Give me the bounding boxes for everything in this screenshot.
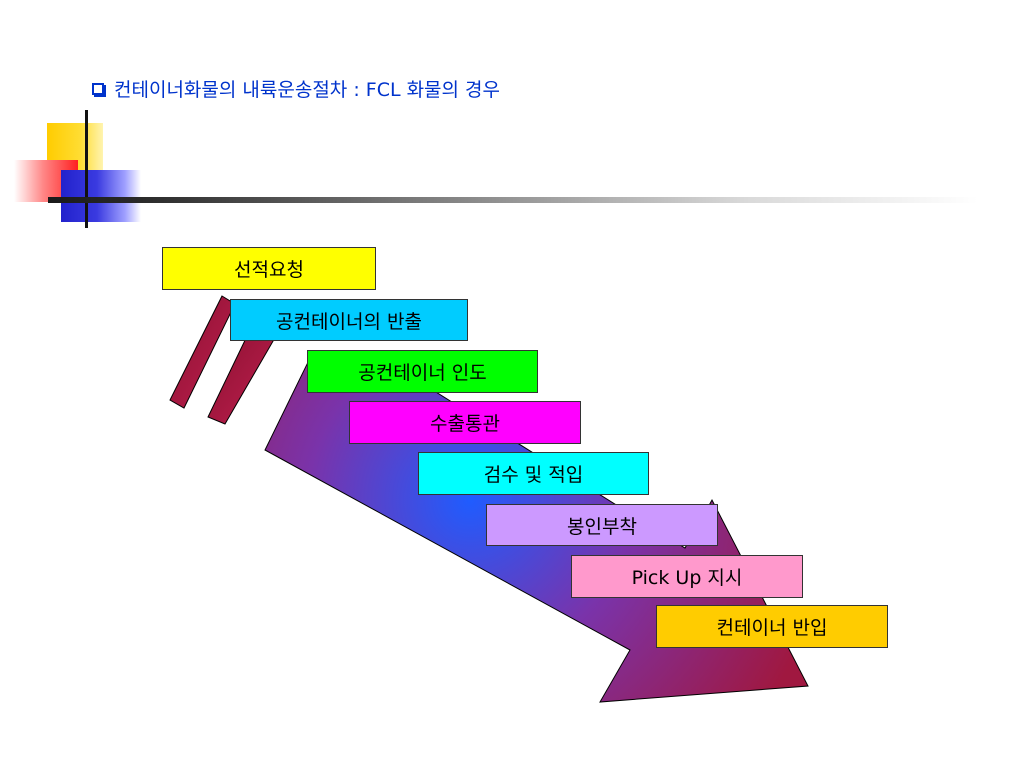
step-container-gate-in: 컨테이너 반입 [656,605,888,648]
step-export-clearance: 수출통관 [349,401,581,444]
step-inspection-loading: 검수 및 적입 [418,452,649,495]
step-seal-attachment: 봉인부착 [486,504,718,546]
step-shipping-request: 선적요청 [162,247,376,290]
logo-vertical-line [85,110,88,228]
slide-title: 컨테이너화물의 내륙운송절차 : FCL 화물의 경우 [92,76,501,101]
step-empty-container-delivery: 공컨테이너 인도 [307,350,538,393]
slide-title-text: 컨테이너화물의 내륙운송절차 : FCL 화물의 경우 [114,78,501,101]
square-bullet-icon [92,82,104,95]
logo-blue-square [61,170,141,222]
step-pickup-instruction: Pick Up 지시 [571,555,803,598]
header-divider-line [48,197,978,203]
arrow-strip-2 [207,329,277,425]
step-empty-container-release: 공컨테이너의 반출 [230,299,468,341]
